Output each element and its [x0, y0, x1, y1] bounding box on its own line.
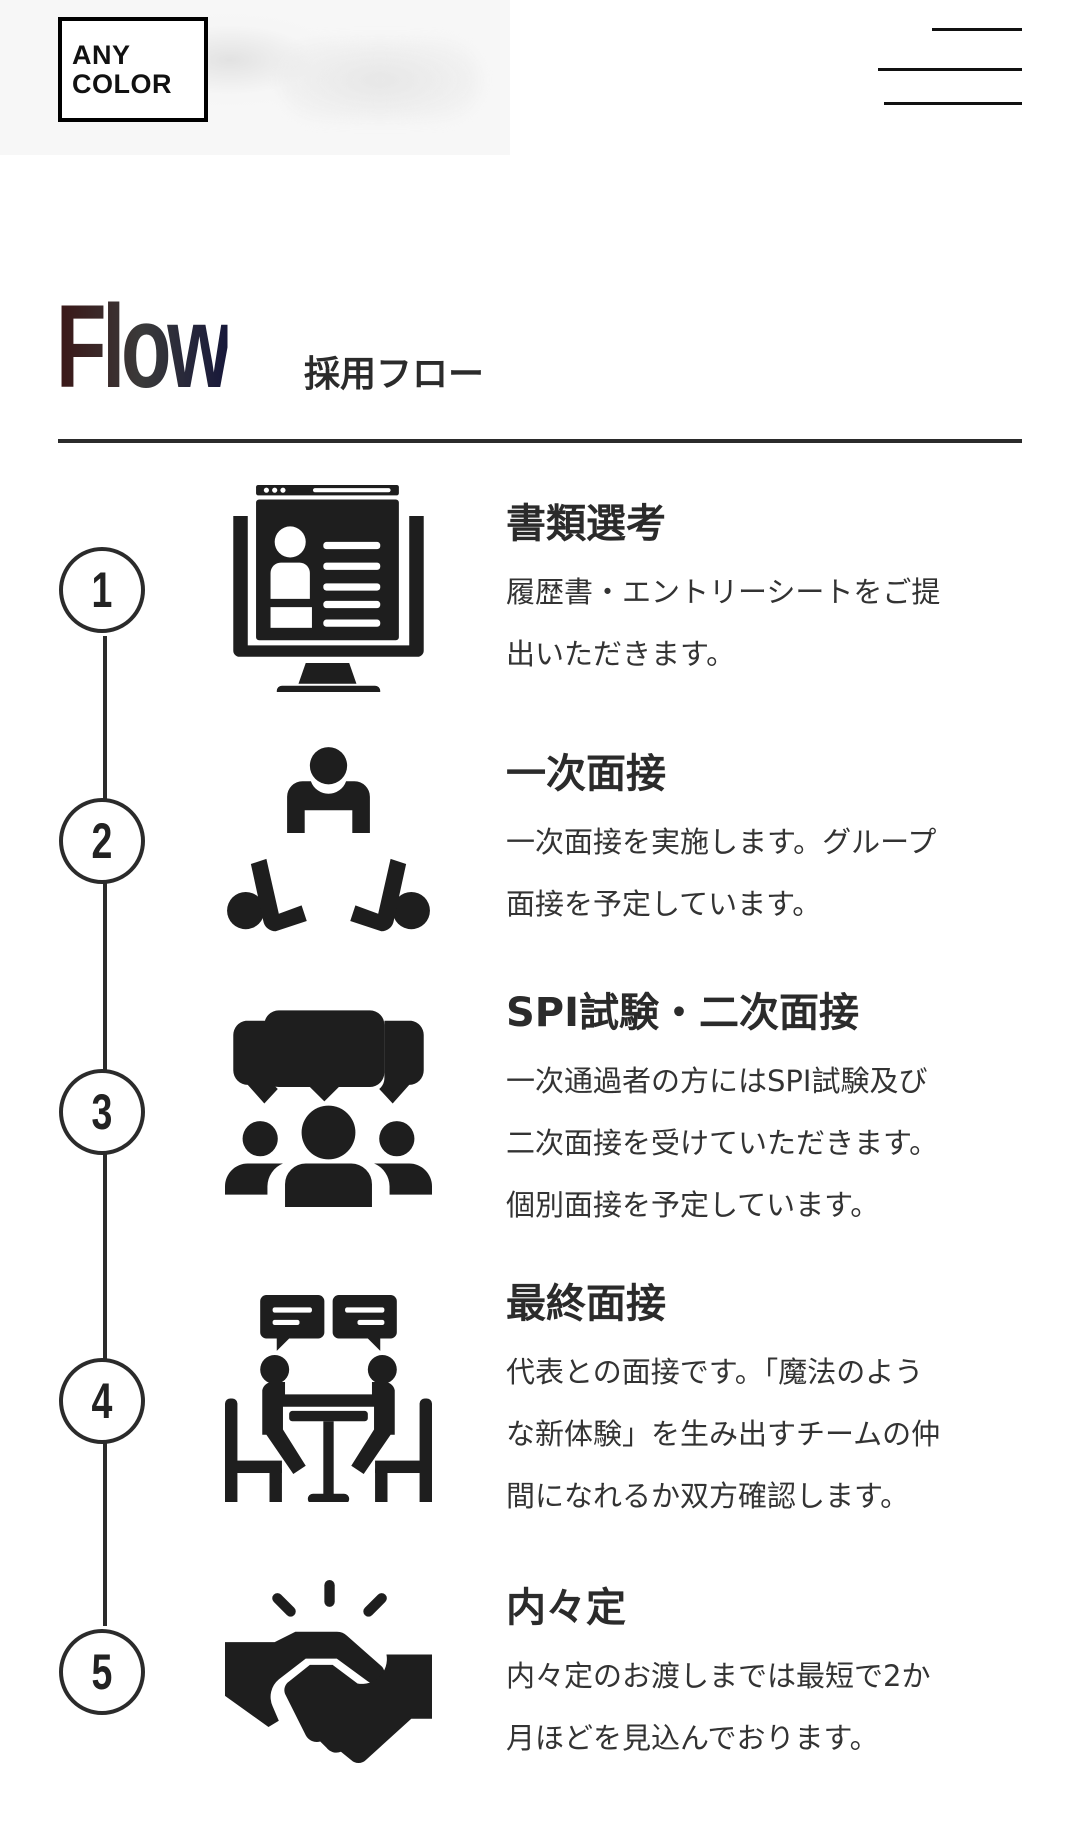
group-discussion-icon [225, 1010, 432, 1207]
step-number-2: 2 [59, 798, 145, 884]
resume-monitor-icon [233, 485, 424, 692]
section-title: Flow [56, 281, 232, 413]
step-description: 内々定のお渡しまでは最短で2か月ほどを見込んでおります。 [506, 1659, 931, 1755]
logo-text-line2: COLOR [72, 68, 172, 99]
step-description: 代表との面接です。「魔法のような新体験」を生み出すチームの仲間になれるか双方確認… [506, 1355, 941, 1513]
step-4: 最終面接 代表との面接です。「魔法のような新体験」を生み出すチームの仲間になれる… [506, 1280, 1046, 1527]
step-description: 一次通過者の方にはSPI試験及び二次面接を受けていただきます。個別面接を予定して… [506, 1064, 939, 1222]
step-1: 書類選考 履歴書・エントリーシートをご提出いただきます。 [506, 500, 1046, 685]
logo-text-line1: ANY [72, 39, 131, 70]
step-3: SPI試験・二次面接 一次通過者の方にはSPI試験及び二次面接を受けていただきま… [506, 989, 1046, 1236]
step-title: SPI試験・二次面接 [506, 990, 860, 1036]
step-description: 履歴書・エントリーシートをご提出いただきます。 [506, 575, 941, 671]
step-number-4: 4 [59, 1358, 145, 1444]
menu-line [932, 28, 1022, 31]
group-meeting-icon [227, 747, 430, 932]
step-number-1: 1 [59, 547, 145, 633]
step-title: 書類選考 [506, 501, 666, 547]
step-number-3: 3 [59, 1069, 145, 1155]
anycolor-logo[interactable]: ANY COLOR [58, 17, 208, 122]
interview-table-icon [225, 1295, 432, 1502]
step-title: 一次面接 [506, 751, 666, 797]
divider [58, 439, 1022, 443]
step-5: 内々定 内々定のお渡しまでは最短で2か月ほどを見込んでおります。 [506, 1584, 1046, 1769]
step-title: 最終面接 [506, 1281, 666, 1327]
menu-line [884, 102, 1022, 105]
step-description: 一次面接を実施します。グループ面接を予定しています。 [506, 825, 937, 921]
step-2: 一次面接 一次面接を実施します。グループ面接を予定しています。 [506, 750, 1046, 935]
section-subtitle: 採用フロー [304, 354, 485, 395]
handshake-icon [225, 1580, 432, 1764]
step-number-5: 5 [59, 1629, 145, 1715]
header-blur [280, 40, 480, 120]
hamburger-icon[interactable] [872, 28, 1022, 118]
menu-line [878, 68, 1022, 71]
step-title: 内々定 [506, 1585, 626, 1631]
